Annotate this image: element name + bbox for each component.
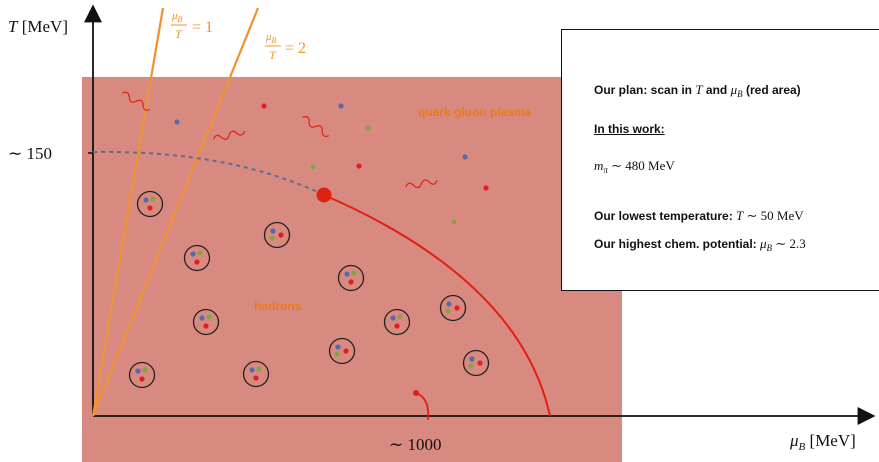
quark-dot — [135, 368, 141, 374]
quark-dot — [451, 219, 457, 225]
x-axis-label: μB [MeV] — [789, 431, 856, 453]
quark-dot — [249, 367, 255, 373]
critical-point — [316, 187, 332, 203]
quark-dot — [203, 323, 209, 329]
svg-text:= 2: = 2 — [285, 40, 306, 57]
quark-dot — [150, 196, 156, 202]
gluon-squiggle — [405, 179, 438, 189]
quark-dot — [269, 235, 275, 241]
quark-dot — [143, 197, 149, 203]
hadron — [462, 349, 490, 377]
quark-dot — [390, 315, 396, 321]
quark-dot — [483, 185, 489, 191]
hadron — [328, 337, 356, 365]
quark-dot — [199, 315, 205, 321]
gluon-squiggle — [213, 130, 246, 140]
tick-pointer-dot — [413, 390, 419, 396]
line-label-2: μB T = 2 — [265, 31, 306, 62]
quark-dot — [348, 279, 354, 285]
quark-dot — [338, 103, 344, 109]
quark-dot — [256, 366, 262, 372]
quark-dot — [334, 351, 340, 357]
quark-dot — [174, 119, 180, 125]
hadron — [263, 221, 291, 249]
quark-dot — [335, 344, 341, 350]
svg-text:T: T — [269, 48, 277, 62]
this-work-heading: In this work: — [594, 122, 665, 136]
y-tick-label: ∼ 150 — [8, 144, 52, 163]
scan-area — [82, 77, 622, 462]
svg-text:= 1: = 1 — [192, 19, 213, 36]
qgp-label: quark gluon plasma — [418, 105, 532, 119]
gluon-squiggle — [122, 91, 151, 111]
lowest-temperature-line: Our lowest temperature: T ∼ 50 MeV — [594, 208, 804, 223]
quark-dot — [365, 125, 371, 131]
svg-text:μB: μB — [265, 31, 277, 45]
quark-dot — [142, 367, 148, 373]
quark-dot — [468, 363, 474, 369]
quark-dot — [344, 271, 350, 277]
hadron — [192, 308, 220, 336]
quark-dot — [197, 250, 203, 256]
quark-dot — [469, 356, 475, 362]
crossover-line — [92, 150, 325, 196]
quark-dot — [261, 103, 267, 109]
quark-dot — [190, 251, 196, 257]
hadrons-label: hadrons — [254, 299, 302, 313]
quark-dot — [351, 270, 357, 276]
hadron — [242, 360, 270, 388]
hadron — [183, 244, 211, 272]
quark-dot — [270, 228, 276, 234]
quark-dot — [356, 163, 362, 169]
hadron — [136, 190, 164, 218]
quark-dot — [310, 164, 316, 170]
quark-dot — [446, 301, 452, 307]
hadron — [383, 308, 411, 336]
line-mu-over-t-2 — [91, 7, 260, 417]
quark-dot — [394, 323, 400, 329]
quark-dot — [454, 305, 460, 311]
quark-dot — [343, 348, 349, 354]
highest-potential-line: Our highest chem. potential: μB ∼ 2.3 — [594, 236, 806, 253]
quark-dot — [253, 375, 259, 381]
hadron-layer — [128, 190, 490, 389]
quark-dot — [462, 154, 468, 160]
quark-dot — [445, 308, 451, 314]
hadron — [337, 264, 365, 292]
pion-mass-line: mπ ∼ 480 MeV — [594, 158, 675, 175]
svg-text:T: T — [175, 27, 183, 41]
line-mu-over-t-1 — [91, 7, 165, 417]
quark-dot — [397, 314, 403, 320]
quark-dot — [477, 360, 483, 366]
y-axis-label: T [MeV] — [8, 17, 68, 36]
quark-dot — [206, 314, 212, 320]
hadron — [128, 361, 156, 389]
hadron — [439, 294, 467, 322]
quark-dot — [147, 205, 153, 211]
x-tick-label: ∼ 1000 — [389, 435, 442, 454]
svg-text:μB: μB — [171, 10, 183, 24]
quark-dot — [278, 232, 284, 238]
quark-dot — [139, 376, 145, 382]
gluon-squiggle — [302, 116, 330, 137]
plan-line: Our plan: scan in T and μB (red area) — [594, 82, 801, 99]
phase-transition-line — [323, 194, 551, 417]
info-box: Our plan: scan in T and μB (red area) In… — [561, 29, 879, 291]
line-label-1: μB T = 1 — [171, 10, 213, 41]
quark-dot — [194, 259, 200, 265]
